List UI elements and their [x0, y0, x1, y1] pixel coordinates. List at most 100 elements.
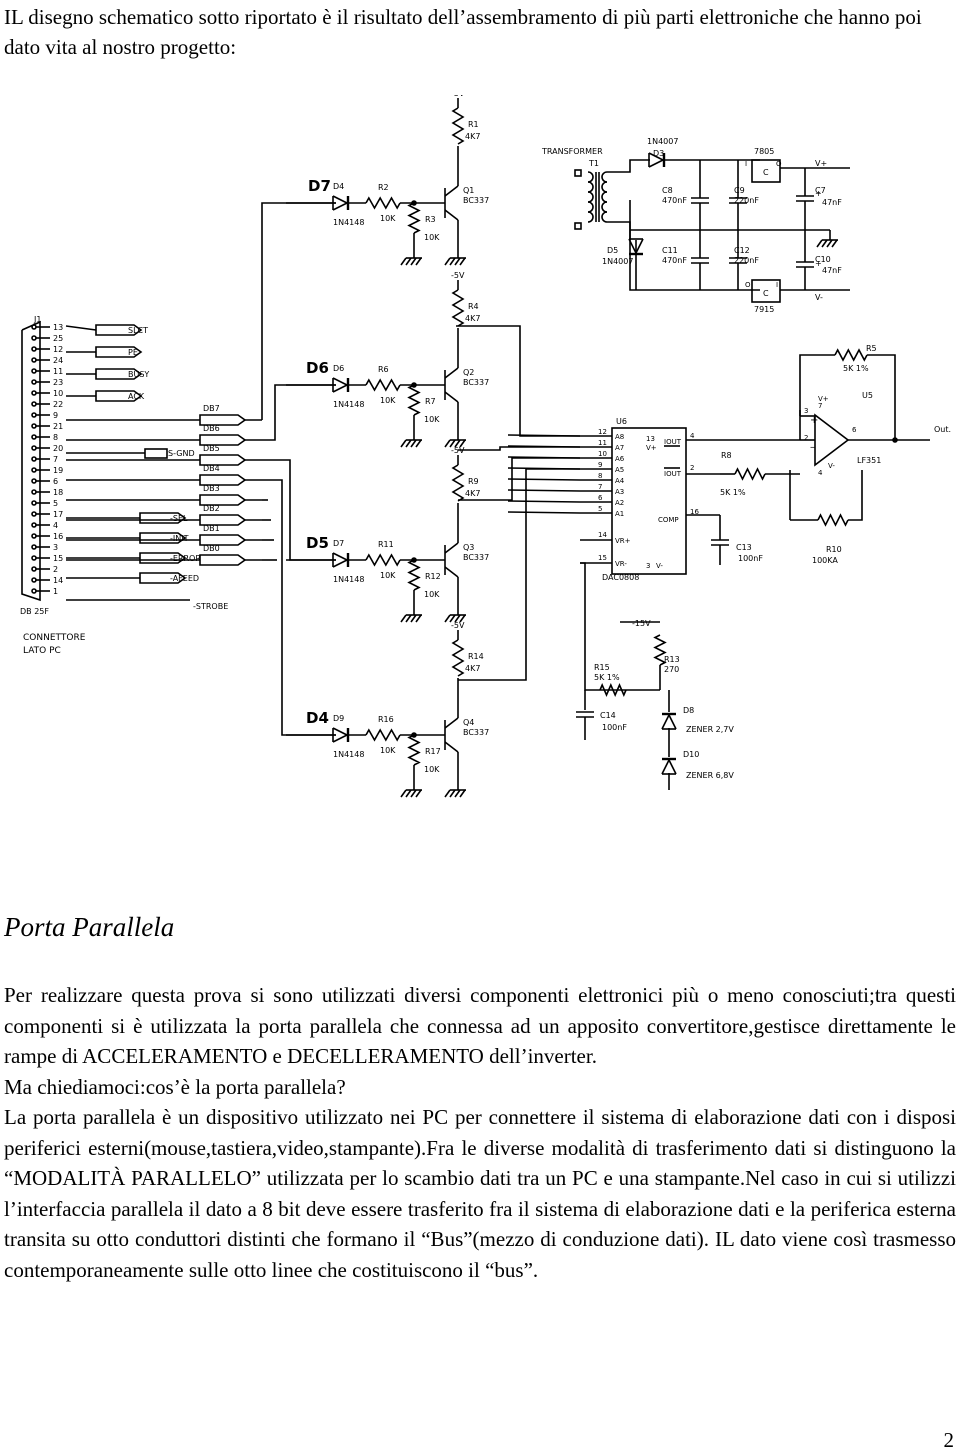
- ground-icon: [816, 239, 839, 248]
- resistor-symbol: [407, 559, 421, 591]
- regulator-7915: [751, 279, 781, 303]
- transformer-coil: [601, 171, 608, 183]
- resistor-symbol: [365, 196, 401, 210]
- pin-number: 8: [598, 472, 602, 480]
- component-label: -5V: [451, 271, 465, 280]
- component-label: 10K: [424, 765, 440, 774]
- component-label: 270: [664, 665, 679, 674]
- paragraph: Per realizzare questa prova si sono util…: [4, 983, 956, 1068]
- transformer-coil: [587, 191, 594, 203]
- component-label: 1N4007: [602, 257, 633, 266]
- transistor-symbol: [444, 367, 459, 379]
- resistor-symbol: [451, 464, 465, 502]
- signal-wire: [458, 468, 580, 681]
- component-label: 14: [598, 531, 607, 539]
- circuit-schematic: D7D41N4148R210KR310KQ1BC337R14K7-5VD6D61…: [20, 95, 951, 798]
- component-label: 10K: [424, 233, 440, 242]
- component-label: DB6: [203, 424, 220, 433]
- component-label: DB0: [203, 544, 220, 553]
- component-label: R15: [594, 663, 610, 672]
- component-label: R14: [468, 652, 484, 661]
- component-label: 16: [690, 508, 699, 516]
- connector-pin: [31, 467, 37, 473]
- ground-tag: [144, 448, 168, 459]
- pin-number: 1: [53, 587, 58, 596]
- component-label: 470nF: [662, 256, 687, 265]
- pin-number: 7: [53, 455, 58, 464]
- component-label: V-: [828, 462, 835, 470]
- component-label: IOUT: [664, 470, 682, 478]
- component-label: T1: [588, 159, 599, 168]
- connector-pin: [31, 500, 37, 506]
- pin-number: 4: [53, 521, 58, 530]
- zener-diode: [660, 757, 678, 776]
- connector-pin: [31, 533, 37, 539]
- transistor-symbol: [444, 185, 459, 197]
- component-label: 4K7: [465, 489, 480, 498]
- component-label: A4: [615, 477, 625, 485]
- pin-number: 22: [53, 400, 63, 409]
- component-label: 7915: [754, 305, 774, 314]
- resistor-symbol: [653, 634, 667, 666]
- component-label: SLCT: [128, 326, 148, 335]
- component-label: BC337: [463, 196, 489, 205]
- resistor-symbol: [365, 728, 401, 742]
- connector-pin: [31, 335, 37, 341]
- component-label: I: [745, 160, 747, 168]
- pin-number: 9: [598, 461, 602, 469]
- pin-number: 5: [598, 505, 602, 513]
- component-label: ZENER 2,7V: [686, 725, 734, 734]
- connector-pin: [31, 566, 37, 572]
- block-label: D6: [306, 359, 329, 377]
- dac-chip: [611, 427, 687, 575]
- component-label: -5V: [451, 446, 465, 455]
- component-label: 10K: [380, 214, 396, 223]
- component-label: VR+: [615, 537, 631, 545]
- ground-icon: [444, 257, 467, 266]
- signal-wire: [262, 459, 336, 561]
- component-label: –: [810, 442, 815, 453]
- component-label: V+: [818, 395, 829, 403]
- pin-number: 7: [598, 483, 602, 491]
- connector-pin: [31, 324, 37, 330]
- pin-number: 21: [53, 422, 63, 431]
- connector-pin: [31, 511, 37, 517]
- pin-number: 12: [598, 428, 607, 436]
- component-label: 13: [646, 435, 655, 443]
- ground-icon: [400, 257, 423, 266]
- component-label: DB2: [203, 504, 220, 513]
- pin-number: 23: [53, 378, 63, 387]
- component-label: R10: [826, 545, 842, 554]
- component-label: ZENER 6,8V: [686, 771, 734, 780]
- component-label: C13: [736, 543, 752, 552]
- resistor-symbol: [407, 384, 421, 416]
- component-label: 3: [804, 407, 808, 415]
- component-label: BC337: [463, 553, 489, 562]
- component-label: -INIT: [170, 534, 189, 543]
- transistor-symbol: [444, 209, 459, 221]
- component-label: 10K: [380, 571, 396, 580]
- ground-icon: [400, 439, 423, 448]
- component-label: 7: [818, 402, 822, 410]
- component-label: 1N4007: [647, 137, 678, 146]
- component-label: R2: [378, 183, 389, 192]
- pin-number: 13: [53, 323, 63, 332]
- component-label: J1: [33, 315, 41, 324]
- component-label: A2: [615, 499, 624, 507]
- component-label: VR-: [615, 560, 627, 568]
- signal-wire: [458, 446, 580, 451]
- component-label: 470nF: [662, 196, 687, 205]
- signal-wire: [262, 479, 336, 736]
- block-label: D7: [308, 177, 331, 195]
- connector-pin: [31, 357, 37, 363]
- transformer-coil: [587, 171, 594, 183]
- component-label: R16: [378, 715, 394, 724]
- pin-number: 6: [53, 477, 58, 486]
- ground-icon: [444, 789, 467, 798]
- regulator-7805: [751, 159, 781, 183]
- opamp-symbol: [814, 413, 850, 467]
- component-label: C10: [815, 255, 831, 264]
- signal-wire: [456, 325, 580, 437]
- data-bit-tag: [199, 554, 246, 566]
- component-label: C11: [662, 246, 678, 255]
